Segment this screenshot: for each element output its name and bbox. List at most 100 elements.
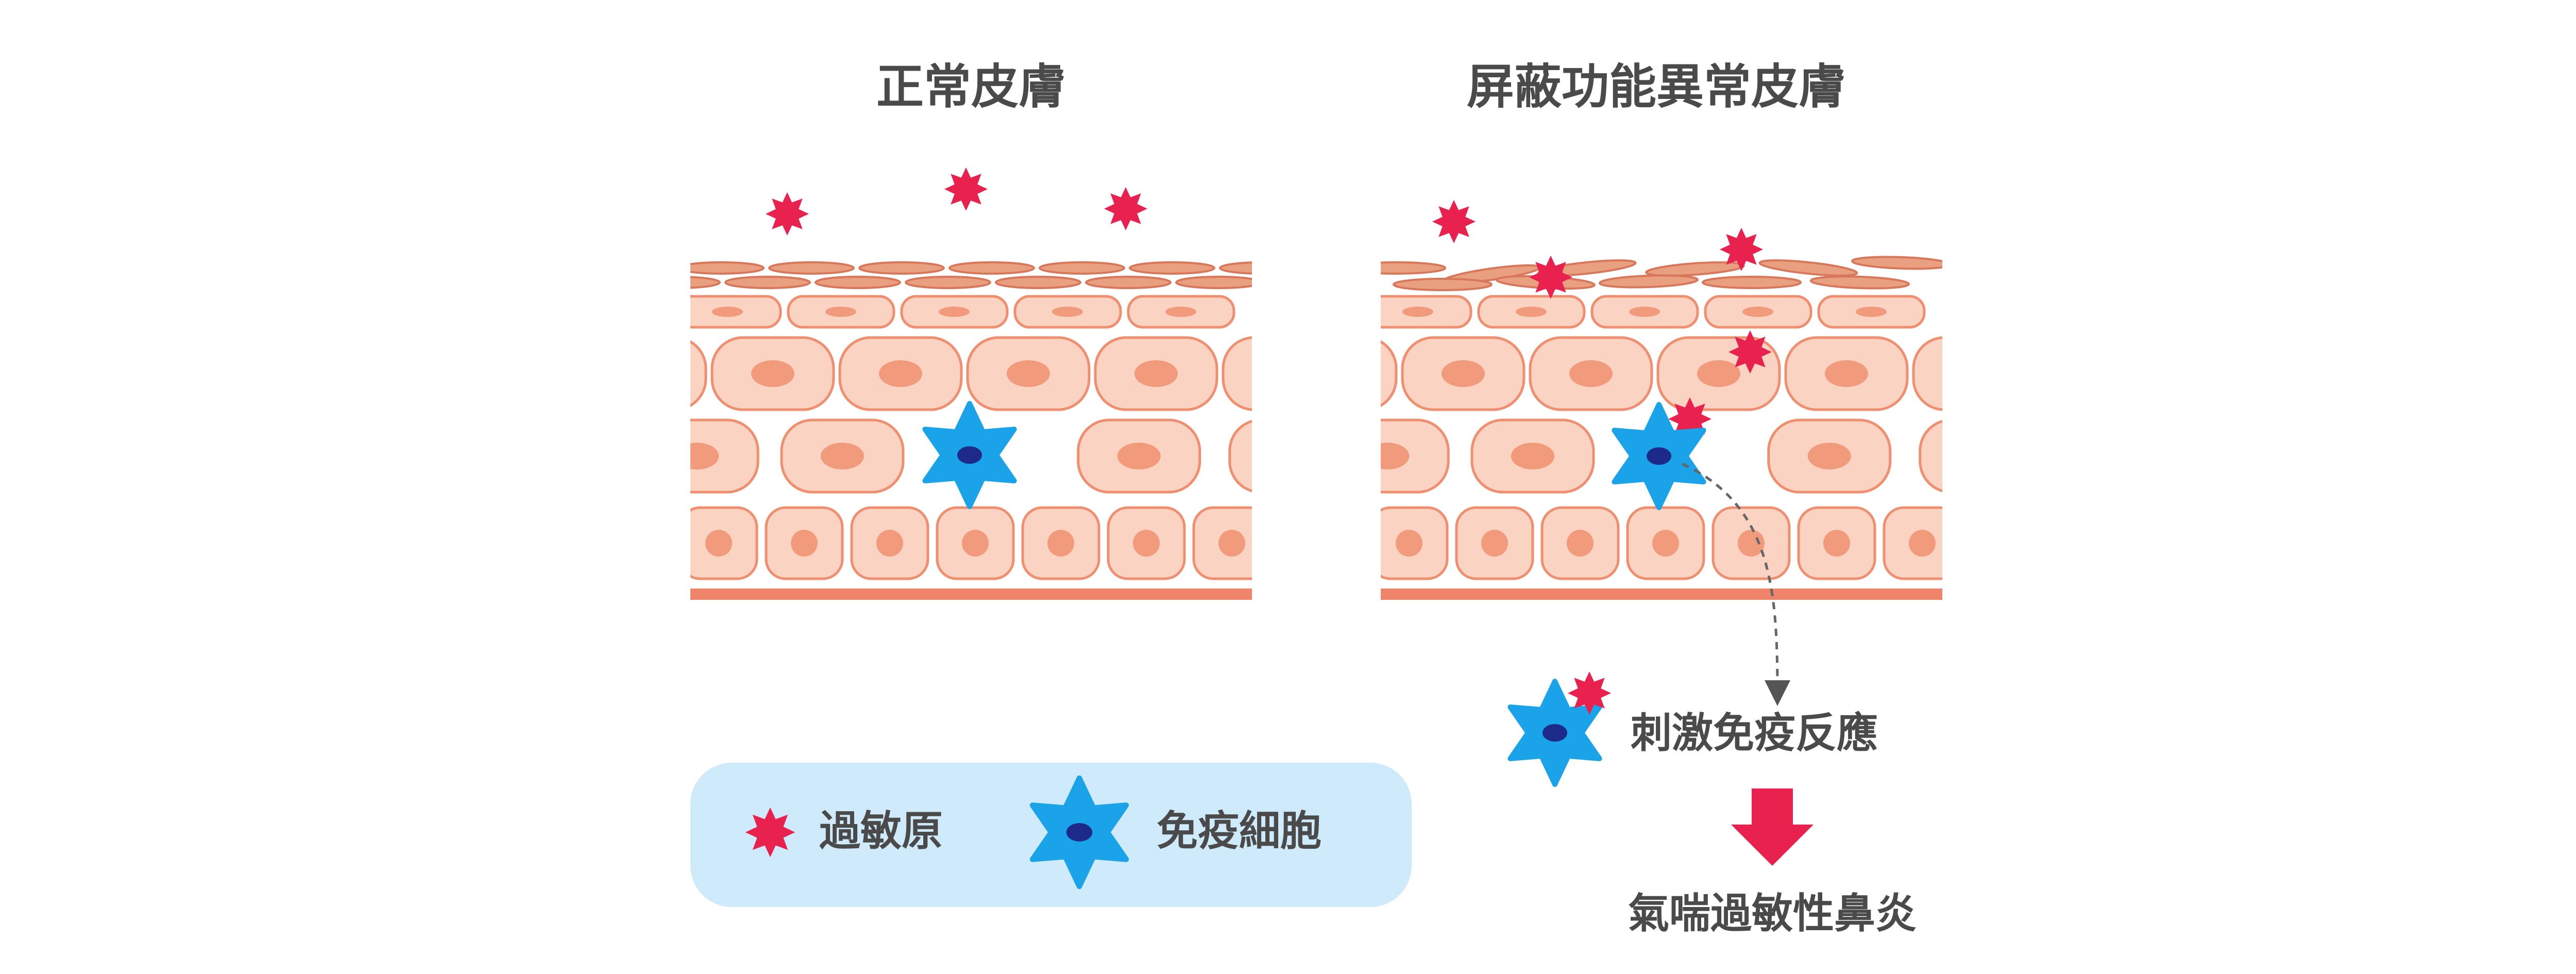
keratin-flake xyxy=(815,276,901,289)
cell-nucleus xyxy=(1953,360,1996,387)
keratin-flake xyxy=(1702,276,1802,289)
allergen-icon xyxy=(1568,671,1611,715)
cell-nucleus xyxy=(1567,530,1594,557)
legend-allergen-label: 過敏原 xyxy=(819,807,943,855)
keratin-flake xyxy=(995,276,1081,289)
cell-nucleus xyxy=(1959,443,2003,469)
cell-nucleus xyxy=(1007,360,1050,387)
cell-nucleus xyxy=(1481,530,1508,557)
legend: 過敏原 免疫細胞 xyxy=(690,763,1412,907)
allergen-icon xyxy=(766,192,809,236)
cell-nucleus xyxy=(599,307,630,317)
keratin-flake xyxy=(589,262,673,274)
keratin-flake xyxy=(690,276,721,289)
cell-nucleus xyxy=(1052,307,1083,317)
legend-immune-label: 免疫細胞 xyxy=(1157,807,1321,855)
keratin-flake xyxy=(1266,277,1351,288)
keratin-flake xyxy=(1381,261,1446,275)
cell-nucleus xyxy=(1807,443,1851,469)
cell-nucleus xyxy=(1652,530,1679,557)
cell-nucleus xyxy=(1262,360,1306,387)
cell-nucleus xyxy=(623,360,667,387)
cell-nucleus xyxy=(1314,360,1357,387)
immune-cell-icon xyxy=(1029,775,1129,889)
skin-cell xyxy=(562,296,667,327)
asthma-rhinitis-label: 氣喘過敏性鼻炎 xyxy=(1628,889,1917,937)
allergen-icon xyxy=(1720,228,1763,271)
cell-nucleus xyxy=(1629,307,1660,317)
allergen-icon xyxy=(1728,330,1772,374)
cell-nucleus xyxy=(939,307,970,317)
cell-nucleus xyxy=(690,443,719,469)
keratin-flake xyxy=(724,276,811,289)
cell-nucleus xyxy=(1823,530,1850,557)
cell-nucleus xyxy=(1442,360,1485,387)
skin-cell xyxy=(690,340,707,407)
skin-cell xyxy=(690,418,759,494)
cell-nucleus xyxy=(1218,530,1245,557)
keratin-flake xyxy=(1851,256,1942,270)
keratin-flake xyxy=(1810,275,1910,290)
skin-cell xyxy=(1919,419,1942,493)
cell-nucleus xyxy=(1516,307,1547,317)
immune-response-label: 刺激免疫反應 xyxy=(1631,709,1878,757)
immune-cell-icon xyxy=(922,401,1017,509)
cell-nucleus xyxy=(1511,443,1554,469)
cell-nucleus xyxy=(1381,443,1410,469)
cell-nucleus xyxy=(1396,530,1422,557)
keratin-flake xyxy=(948,261,1035,275)
keratin-flake xyxy=(1758,259,1858,277)
cell-nucleus xyxy=(791,530,818,557)
basement-membrane xyxy=(1381,589,1942,600)
cell-nucleus xyxy=(962,530,989,557)
cell-nucleus xyxy=(1825,360,1868,387)
keratin-flake xyxy=(858,261,945,275)
cell-nucleus xyxy=(705,530,732,557)
skin-cell xyxy=(1252,296,1358,327)
cell-nucleus xyxy=(1289,307,1320,317)
keratin-flake xyxy=(1039,261,1125,275)
cell-nucleus xyxy=(1047,530,1074,557)
allergen-icon xyxy=(1104,187,1147,230)
cell-nucleus xyxy=(1269,443,1312,469)
keratin-flake xyxy=(1085,276,1172,289)
skin-cell xyxy=(1381,340,1398,407)
cell-nucleus xyxy=(1909,530,1936,557)
cell-nucleus xyxy=(1697,360,1740,387)
immune-cell-icon xyxy=(1612,402,1706,510)
activated-immune-cell-icon xyxy=(1507,671,1611,787)
cell-nucleus xyxy=(1742,307,1773,317)
allergen-icon xyxy=(944,167,988,211)
keratin-flake xyxy=(1175,276,1252,289)
skin-cell xyxy=(1912,336,1942,411)
barrier-skin-title: 屏蔽功能異常皮膚 xyxy=(1467,59,1846,114)
immune-cell-icon xyxy=(1507,679,1602,787)
allergen-icon xyxy=(1529,256,1572,299)
allergen-icon xyxy=(745,807,795,858)
cell-nucleus xyxy=(825,307,856,317)
immune-cell-icon xyxy=(1029,775,1129,889)
cell-nucleus xyxy=(876,530,903,557)
cell-nucleus xyxy=(1856,307,1887,317)
cell-nucleus xyxy=(821,443,864,469)
cell-nucleus xyxy=(1738,530,1765,557)
down-arrow-icon xyxy=(1731,788,1814,866)
keratin-flake xyxy=(768,261,855,275)
allergen-icon xyxy=(1432,200,1476,243)
normal-skin-title: 正常皮膚 xyxy=(876,59,1066,114)
skin-cell xyxy=(1228,419,1252,493)
immune-cell-group xyxy=(922,401,1706,510)
allergen-icon xyxy=(745,807,795,858)
reaction-dashed-arrow xyxy=(1681,462,1790,706)
basement-membrane xyxy=(690,589,1252,600)
cell-nucleus xyxy=(1134,360,1178,387)
keratin-flake xyxy=(905,276,991,289)
cell-nucleus xyxy=(879,360,922,387)
cell-nucleus xyxy=(712,307,743,317)
skin-cell xyxy=(1381,418,1450,494)
cell-nucleus xyxy=(1165,307,1196,317)
keratin-flake xyxy=(1129,261,1215,275)
keratin-flake xyxy=(1219,261,1252,275)
cell-nucleus xyxy=(1133,530,1160,557)
